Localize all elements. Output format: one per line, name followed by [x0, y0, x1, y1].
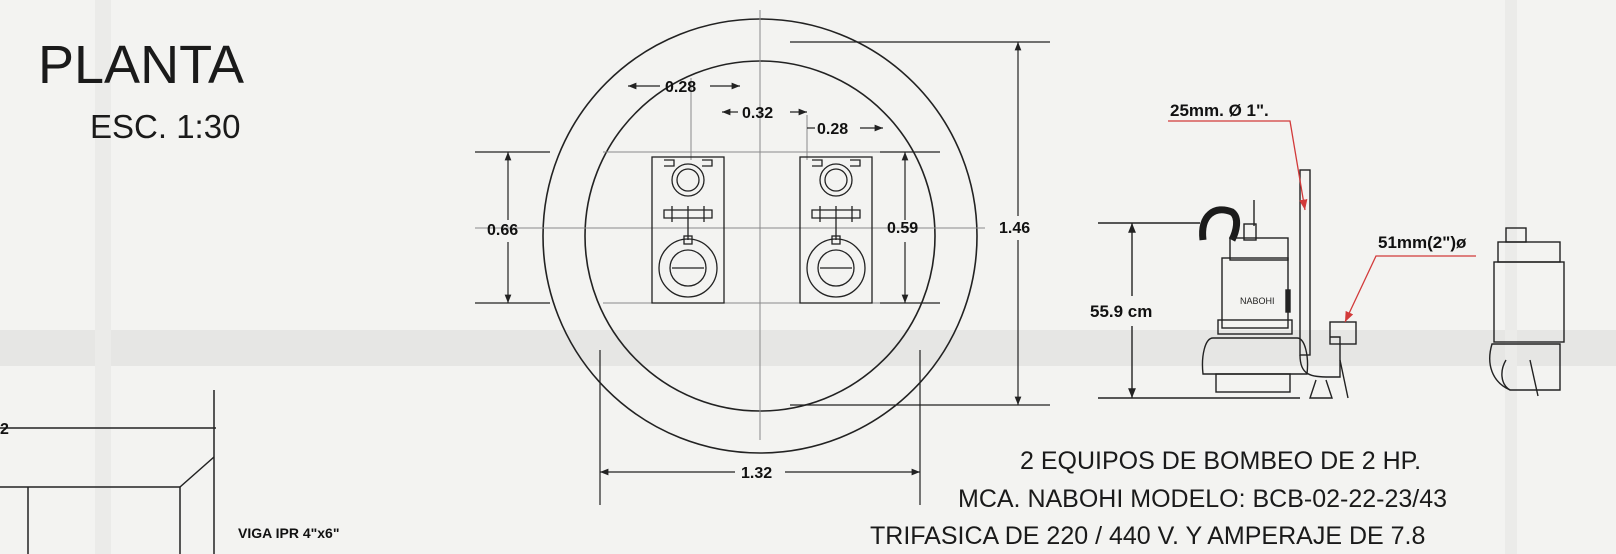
- fragment-mark: 2: [0, 421, 9, 438]
- dim-pump-spacing: 0.32: [742, 105, 773, 122]
- callout-leaders: [1168, 120, 1476, 323]
- scale-label: ESC. 1:30: [90, 108, 241, 145]
- spec-line-2: MCA. NABOHI MODELO: BCB-02-22-23/43: [958, 485, 1448, 513]
- pump-elevation-view: NABOHI: [1098, 169, 1565, 399]
- dim-outer-dia: 1.46: [999, 220, 1030, 237]
- pump-height-label: 55.9 cm: [1090, 302, 1152, 321]
- dim-inner-dia: 1.32: [741, 465, 772, 482]
- dim-well-height: 0.66: [487, 222, 518, 239]
- dimension-labels: 0.28 0.32 0.28 0.66 0.59 1.46 1.32: [487, 79, 1030, 482]
- spec-line-3: TRIFASICA DE 220 / 440 V. Y AMPERAJE DE …: [870, 522, 1426, 550]
- discharge-pipe: [1299, 169, 1357, 399]
- discharge-callout: 25mm. Ø 1".: [1170, 101, 1269, 120]
- pump-brand-label: NABOHI: [1240, 296, 1275, 306]
- beam-label: VIGA IPR 4"x6": [238, 525, 339, 541]
- dim-pump-gap-right: 0.28: [817, 121, 848, 138]
- outlet-callout: 51mm(2")ø: [1378, 233, 1467, 252]
- spec-line-1: 2 EQUIPOS DE BOMBEO DE 2 HP.: [1020, 447, 1422, 475]
- dim-pump-gap-left: 0.28: [665, 79, 696, 96]
- well-plan-view: [475, 10, 1050, 505]
- beam-section-fragment: [0, 390, 216, 554]
- pump-plan-left: [651, 156, 725, 304]
- dim-pump-height: 0.59: [887, 220, 918, 237]
- dimension-lines: [475, 41, 1050, 505]
- pump-elevation-side: [1489, 227, 1565, 397]
- page-title: PLANTA: [38, 35, 245, 95]
- pump-plan-right: [799, 156, 873, 304]
- power-cable: [1199, 206, 1241, 242]
- pump-callouts: 55.9 cm 25mm. Ø 1". 51mm(2")ø VIGA IPR 4…: [238, 101, 1467, 541]
